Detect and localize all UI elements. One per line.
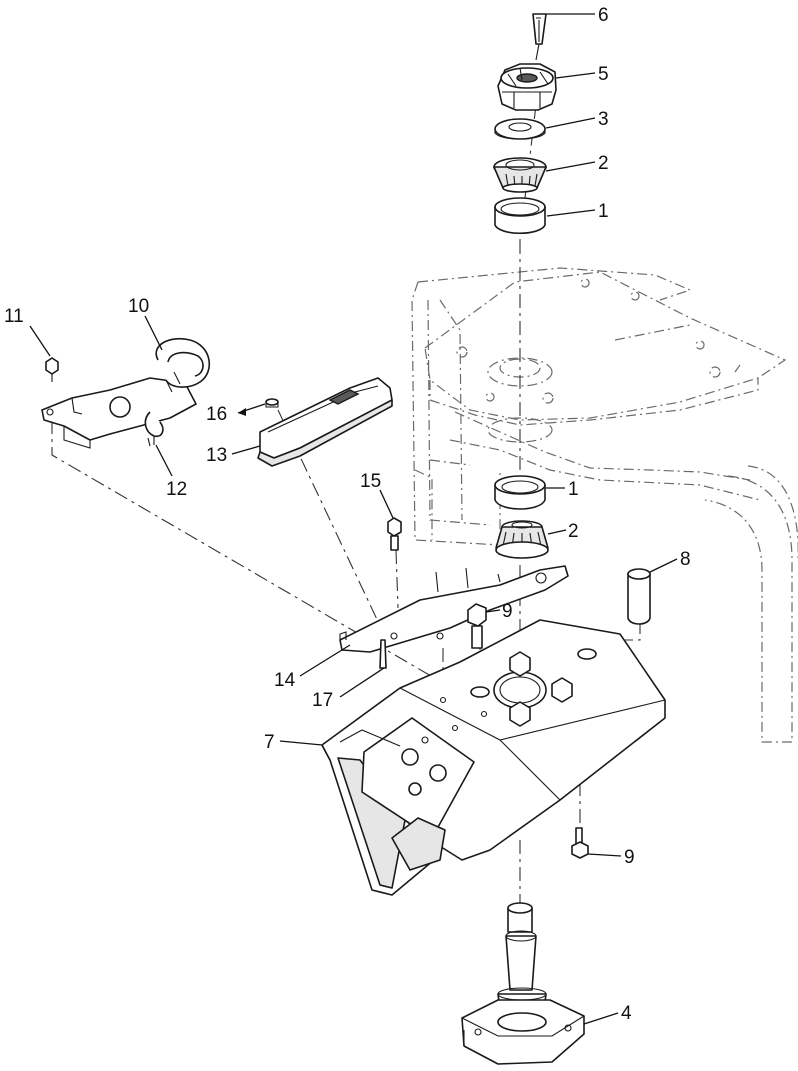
bearing-cup-lower-part — [494, 475, 546, 510]
cylinder-pin-part — [627, 568, 651, 625]
callout-8: 8 — [680, 549, 691, 570]
callout-1-lower: 1 — [568, 479, 579, 500]
bearing-cone-lower-part — [495, 520, 549, 559]
callout-9-upper: 9 — [502, 601, 513, 622]
switch-module-part — [257, 377, 393, 467]
callout-7: 7 — [264, 732, 275, 753]
callout-labels: 6 5 3 2 1 11 10 16 13 12 15 1 2 8 9 14 1… — [4, 5, 691, 1024]
mounting-plate-part — [339, 565, 569, 653]
callout-10: 10 — [128, 296, 149, 317]
callout-3: 3 — [598, 109, 609, 130]
callout-11: 11 — [4, 306, 24, 327]
callout-9-lower: 9 — [624, 847, 635, 868]
caster-spindle-part — [461, 902, 585, 1065]
leader-lines — [29, 13, 678, 1025]
callout-2-upper: 2 — [598, 153, 609, 174]
callout-16: 16 — [206, 404, 227, 425]
callout-13: 13 — [206, 445, 227, 466]
bolt-15-part — [387, 517, 402, 551]
bearing-cup-top-part — [494, 197, 546, 234]
callout-5: 5 — [598, 64, 609, 85]
callout-14: 14 — [274, 670, 296, 691]
callout-4: 4 — [621, 1003, 632, 1024]
callout-17: 17 — [312, 690, 333, 711]
callout-6: 6 — [598, 5, 609, 26]
callout-2-lower: 2 — [568, 521, 579, 542]
bolt-small-part — [45, 357, 59, 382]
washer-part — [494, 118, 546, 140]
cotter-pin-part — [532, 13, 547, 61]
pin-17-part — [379, 639, 387, 669]
callout-12: 12 — [166, 479, 187, 500]
bolt-9-lower-part — [571, 827, 589, 859]
bracket-with-spring-part — [41, 338, 211, 449]
screw-part — [265, 398, 279, 408]
caster-housing-part — [321, 619, 666, 896]
bolt-9-upper-part — [467, 603, 487, 649]
phantom-frame-outline — [411, 267, 798, 743]
bearing-cone-top-part — [493, 157, 547, 193]
castle-nut-part — [497, 63, 557, 111]
callout-15: 15 — [360, 471, 381, 492]
callout-1-upper: 1 — [598, 201, 609, 222]
